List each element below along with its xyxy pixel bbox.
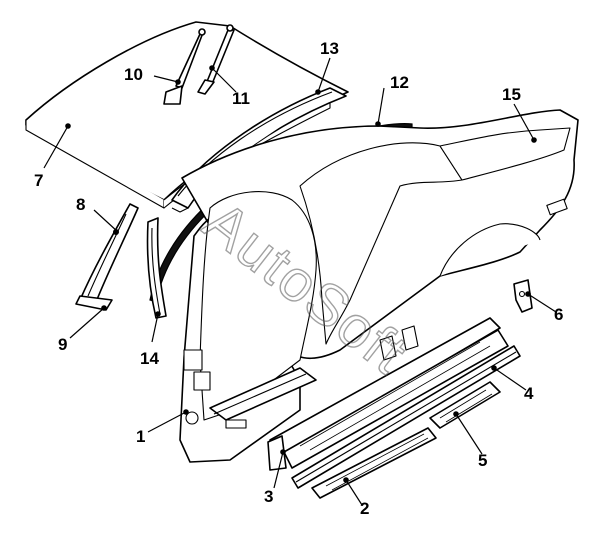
roof-bracket-left xyxy=(163,28,206,105)
callout-15: 15 xyxy=(502,85,521,104)
callout-1: 1 xyxy=(136,427,145,446)
leader-lines xyxy=(43,57,557,506)
callout-9: 9 xyxy=(58,335,67,354)
side-sill-molding xyxy=(291,345,521,489)
scuff-plate xyxy=(429,381,501,429)
callout-5: 5 xyxy=(478,451,487,470)
rocker-outer-panel xyxy=(267,317,509,471)
callout-2: 2 xyxy=(360,499,369,518)
body-side-outer-panel xyxy=(179,109,579,463)
callout-10: 10 xyxy=(124,65,143,84)
callout-12: 12 xyxy=(390,73,409,92)
callout-labels: 1 2 3 4 5 6 7 8 9 10 11 12 13 14 15 xyxy=(34,39,563,518)
callout-7: 7 xyxy=(34,171,43,190)
small-bracket xyxy=(513,279,533,313)
callout-13: 13 xyxy=(320,39,339,58)
callout-8: 8 xyxy=(76,195,85,214)
rocker-panel-inner xyxy=(209,367,317,421)
windshield-pillar-molding xyxy=(75,203,139,311)
callout-11: 11 xyxy=(232,89,250,108)
a-pillar-garnish xyxy=(146,217,167,319)
roof-panel xyxy=(25,21,349,209)
callout-14: 14 xyxy=(140,349,159,368)
callout-4: 4 xyxy=(524,384,534,403)
callout-3: 3 xyxy=(264,487,273,506)
callout-6: 6 xyxy=(554,305,563,324)
